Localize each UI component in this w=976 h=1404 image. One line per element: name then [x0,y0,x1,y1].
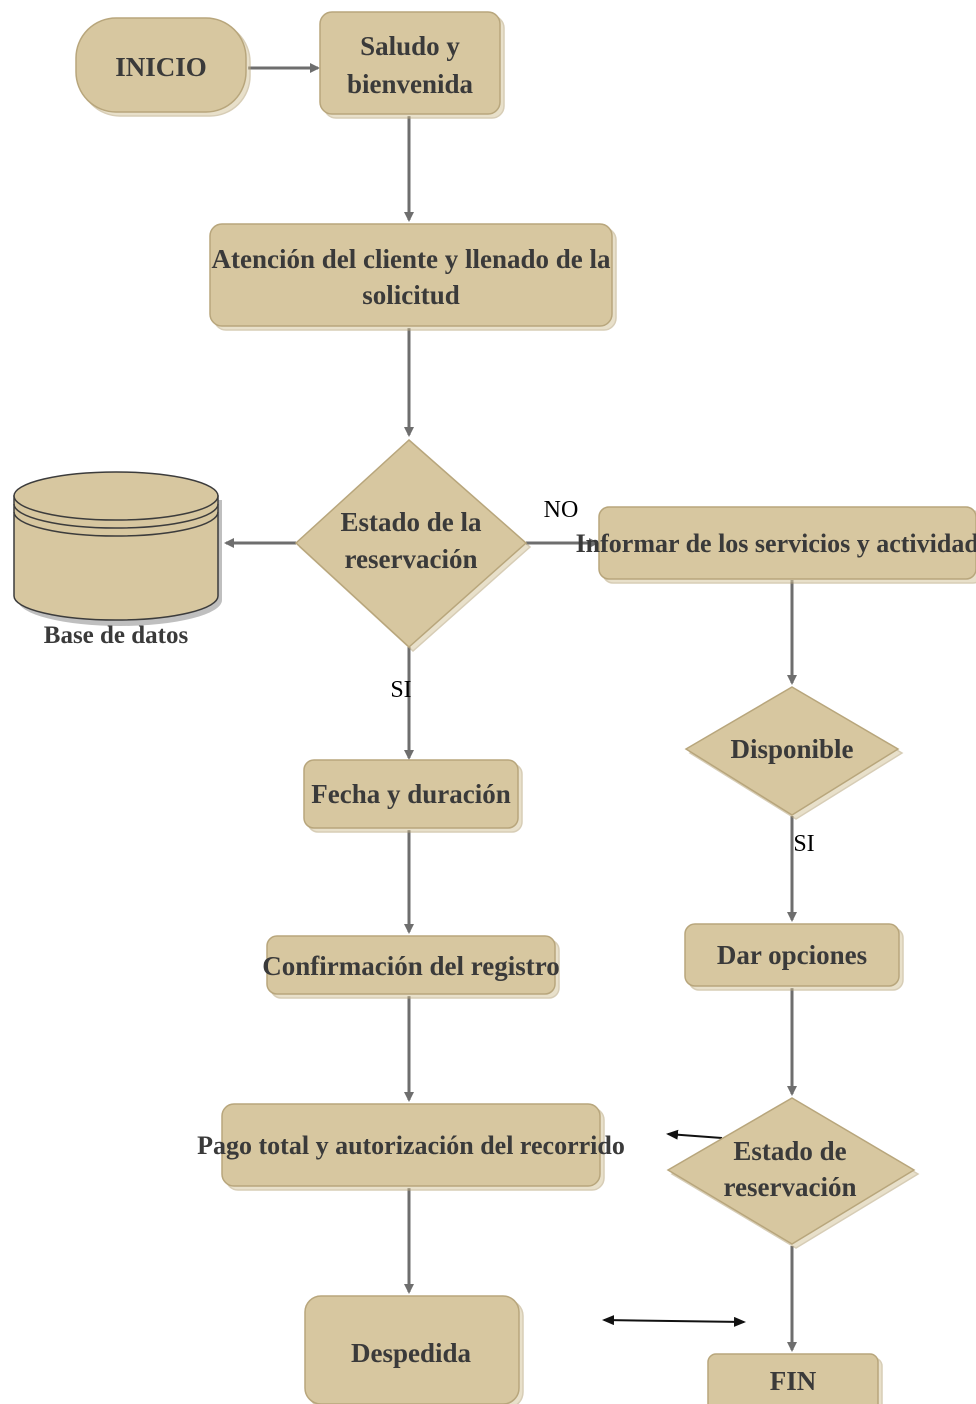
payment-node: Pago total y autorización del recorrido [197,1103,625,1191]
reservation-state-label-line1: Estado de [733,1136,846,1166]
reservation-state-label-line2: reservación [724,1172,857,1202]
confirmation-node: Confirmación del registro [262,935,560,999]
start-label: INICIO [115,52,207,82]
end-label: FIN [770,1366,817,1396]
greeting-label-line1: Saludo y [360,31,460,61]
reservation-state-decision: Estado de reservación [666,1097,920,1249]
attention-label-line1: Atención del cliente y llenado de la [212,244,611,274]
inform-services-node: Informar de los servicios y actividades [576,506,976,584]
branch-no-label: NO [544,497,579,523]
database-node: Base de datos [13,471,222,649]
date-duration-node: Fecha y duración [303,759,523,833]
connectors [224,63,797,1352]
attention-label-line2: solicitud [362,280,460,310]
greeting-label-line2: bienvenida [347,69,474,99]
attention-node: Atención del cliente y llenado de la sol… [209,223,617,331]
database-label: Base de datos [44,622,189,649]
payment-label: Pago total y autorización del recorrido [197,1131,625,1160]
arrow-left-estado [666,1129,723,1140]
date-duration-label: Fecha y duración [311,779,511,809]
greeting-node: Saludo y bienvenida [319,11,505,119]
reservation-status-label-line1: Estado de la [340,507,482,537]
give-options-node: Dar opciones [684,923,904,991]
inform-services-label: Informar de los servicios y actividades [576,529,976,558]
reservation-status-label-line2: reservación [345,544,478,574]
reservation-status-decision: Estado de la reservación [294,438,532,653]
available-decision: Disponible [684,686,904,820]
branch-si-right-label: SI [793,831,814,857]
end-node: FIN [707,1353,883,1404]
farewell-node: Despedida [304,1295,524,1404]
farewell-label: Despedida [351,1338,472,1368]
confirmation-label: Confirmación del registro [262,951,559,981]
double-arrow-despedida-fin [602,1315,746,1327]
give-options-label: Dar opciones [717,940,867,970]
start-node: INICIO [75,17,251,117]
branch-si-left-label: SI [390,677,411,703]
available-label: Disponible [730,734,853,764]
